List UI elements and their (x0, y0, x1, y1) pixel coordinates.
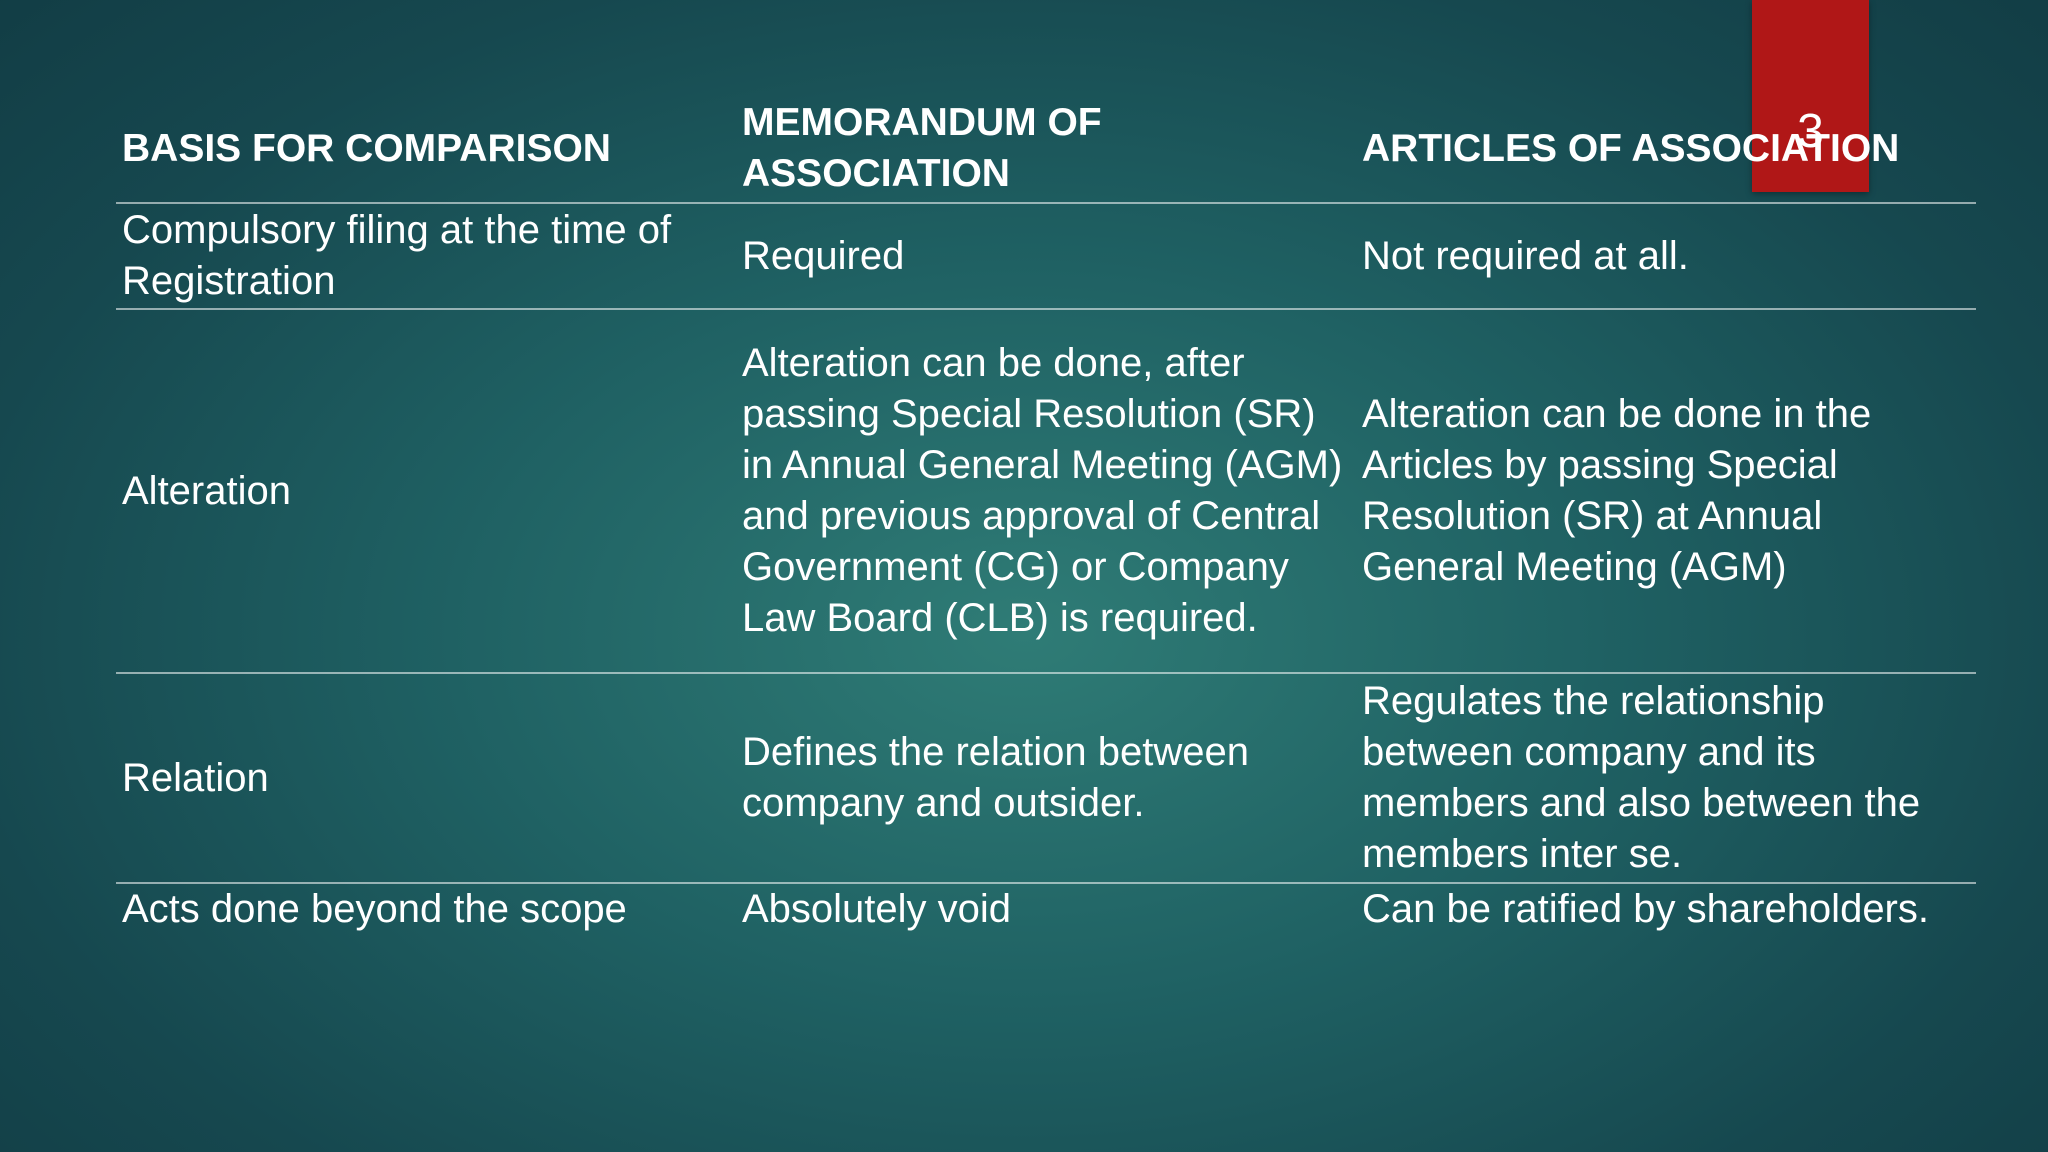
cell-memorandum: Required (736, 203, 1356, 310)
cell-basis: Compulsory filing at the time of Registr… (116, 203, 736, 310)
comparison-table: BASIS FOR COMPARISON MEMORANDUM OF ASSOC… (116, 96, 1976, 940)
table-row: Acts done beyond the scope Absolutely vo… (116, 883, 1976, 940)
header-basis: BASIS FOR COMPARISON (116, 96, 736, 204)
cell-basis: Alteration (116, 309, 736, 674)
cell-articles: Regulates the relationship between compa… (1356, 673, 1976, 884)
table-row: Alteration Alteration can be done, after… (116, 309, 1976, 674)
cell-articles: Not required at all. (1356, 203, 1976, 310)
header-articles: ARTICLES OF ASSOCIATION (1356, 96, 1976, 204)
header-memorandum: MEMORANDUM OF ASSOCIATION (736, 96, 1356, 204)
cell-memorandum: Alteration can be done, after passing Sp… (736, 309, 1356, 674)
cell-articles: Alteration can be done in the Articles b… (1356, 309, 1976, 674)
cell-basis: Acts done beyond the scope (122, 887, 627, 931)
table-row: Relation Defines the relation between co… (116, 673, 1976, 884)
cell-articles: Can be ratified by shareholders. (1362, 887, 1929, 931)
page-number: 3 (1797, 105, 1824, 158)
table-header-row: BASIS FOR COMPARISON MEMORANDUM OF ASSOC… (116, 96, 1976, 204)
cell-basis: Relation (116, 673, 736, 884)
cell-memorandum: Defines the relation between company and… (736, 673, 1356, 884)
cell-memorandum: Absolutely void (742, 887, 1012, 931)
table-row: Compulsory filing at the time of Registr… (116, 203, 1976, 310)
